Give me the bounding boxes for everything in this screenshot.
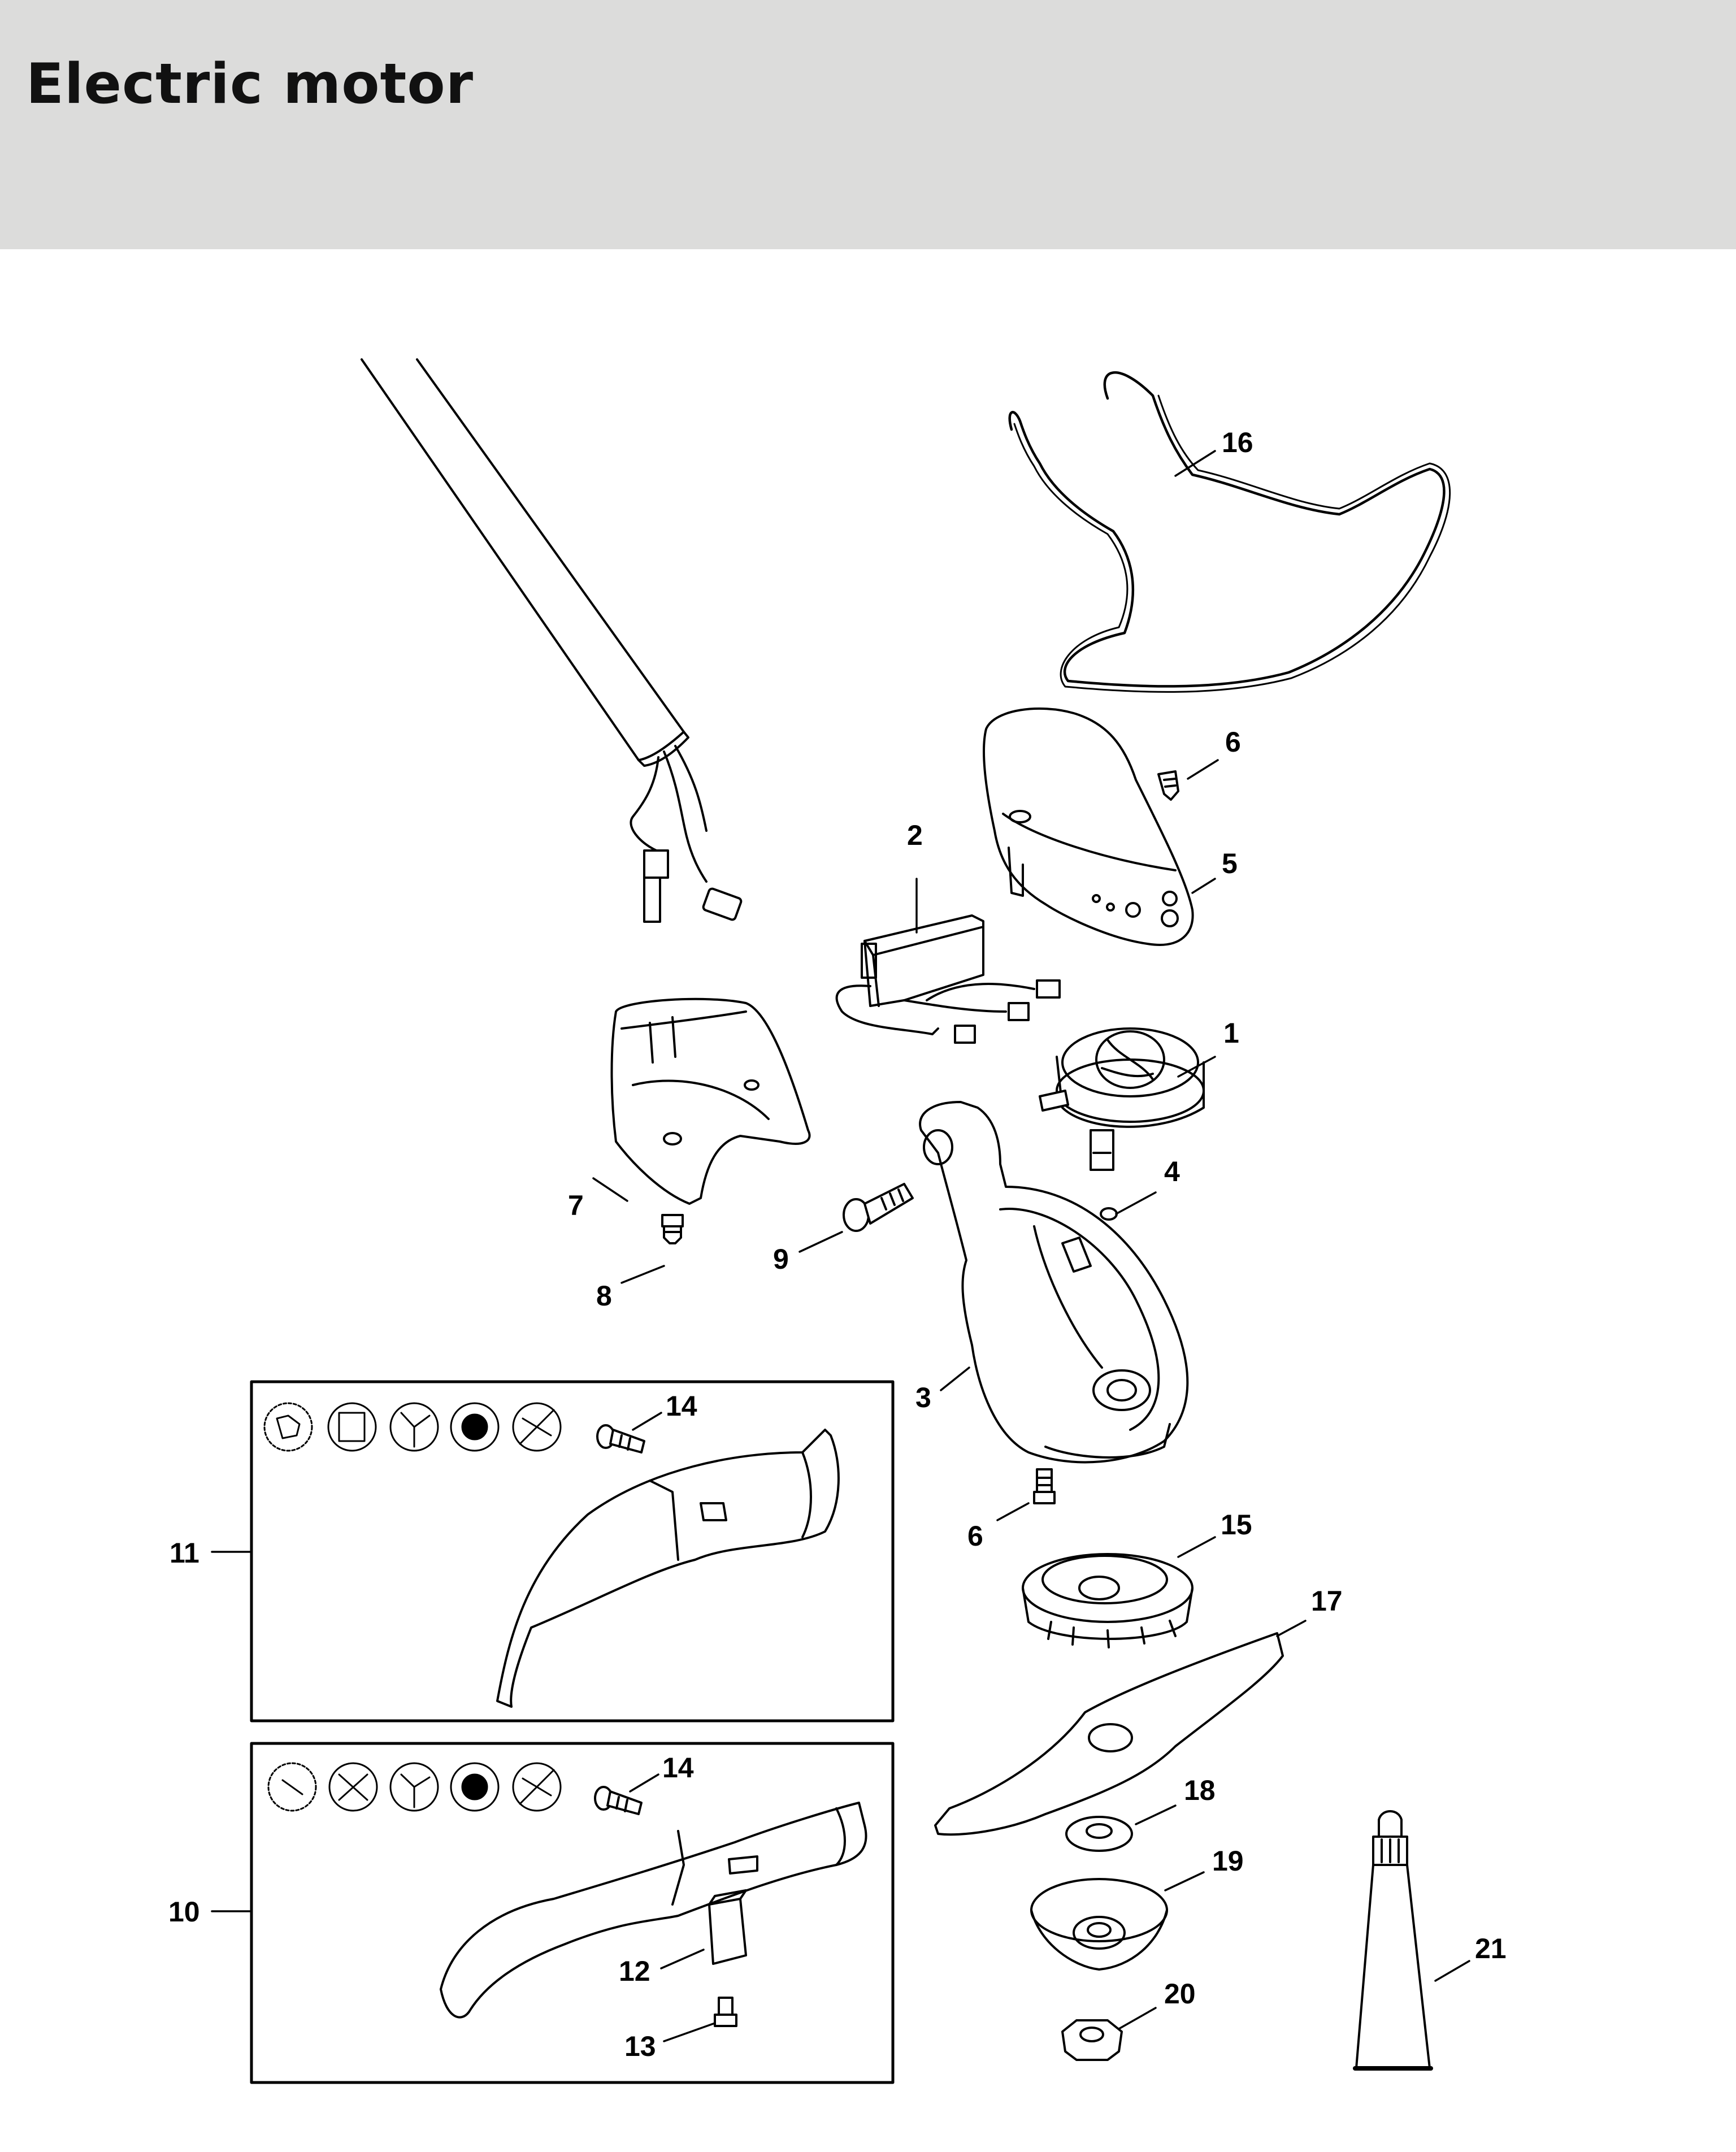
callout-18: 18 xyxy=(1184,1774,1216,1806)
callout-14-top: 14 xyxy=(666,1390,697,1422)
callout-6-top: 6 xyxy=(1225,726,1241,758)
symbol-row-10 xyxy=(267,1762,562,1812)
wire-guard-16 xyxy=(1008,371,1451,693)
callout-5: 5 xyxy=(1222,848,1238,879)
deflector-10 xyxy=(440,1802,867,2019)
screw-14-bottom xyxy=(594,1786,643,1815)
screw-14-top xyxy=(596,1424,645,1454)
callout-3: 3 xyxy=(915,1382,931,1413)
washer-4 xyxy=(1100,1207,1118,1221)
clamp-block-12 xyxy=(708,1889,747,1965)
thrust-plate-19 xyxy=(1030,1878,1168,1971)
screw-6-top xyxy=(1157,770,1179,801)
screw-13 xyxy=(714,1997,737,2027)
callout-10: 10 xyxy=(168,1896,200,1928)
callout-16: 16 xyxy=(1222,427,1253,458)
callout-9: 9 xyxy=(773,1243,789,1275)
motor-housing-3 xyxy=(919,1101,1189,1464)
callout-1: 1 xyxy=(1223,1017,1239,1049)
drive-shaft-tube xyxy=(361,358,743,923)
callout-6-bottom: 6 xyxy=(967,1520,983,1552)
screw-8 xyxy=(661,1214,684,1244)
nut-20 xyxy=(1061,2019,1123,2061)
callout-4: 4 xyxy=(1164,1156,1180,1187)
symbol-row-11 xyxy=(263,1402,562,1452)
callout-8: 8 xyxy=(596,1280,612,1312)
callout-20: 20 xyxy=(1164,1978,1196,2010)
electronic-module-2 xyxy=(835,914,1061,1044)
thrust-washer-18 xyxy=(1065,1816,1133,1852)
callout-19: 19 xyxy=(1212,1845,1244,1877)
callout-14-bottom: 14 xyxy=(662,1752,694,1784)
callout-13: 13 xyxy=(624,2030,656,2062)
grease-tube-21 xyxy=(1353,1810,1433,2071)
deflector-11 xyxy=(496,1429,840,1708)
cutting-blade-17 xyxy=(934,1632,1284,1836)
callout-labels: 16 6 5 2 1 4 7 8 9 3 6 15 17 18 19 20 21… xyxy=(168,427,1507,2062)
leader-lines xyxy=(211,450,1470,2042)
callout-17: 17 xyxy=(1311,1585,1343,1617)
callout-7: 7 xyxy=(568,1190,584,1221)
callout-2: 2 xyxy=(907,819,923,851)
deflector-box-10 xyxy=(250,1742,895,2084)
motor-cover-5 xyxy=(982,707,1194,946)
callout-11: 11 xyxy=(170,1537,199,1569)
callout-12: 12 xyxy=(619,1955,650,1987)
page-title: Electric motor xyxy=(26,52,474,116)
deflector-box-11 xyxy=(250,1380,895,1723)
housing-shell-7 xyxy=(610,997,811,1205)
screw-9 xyxy=(843,1183,914,1232)
screw-6-bottom xyxy=(1033,1468,1056,1504)
callout-21: 21 xyxy=(1475,1933,1507,1964)
header-bar xyxy=(0,0,1736,249)
electric-motor-1 xyxy=(1039,1027,1205,1171)
callout-15: 15 xyxy=(1221,1509,1252,1541)
drive-hub-15 xyxy=(1022,1553,1194,1648)
